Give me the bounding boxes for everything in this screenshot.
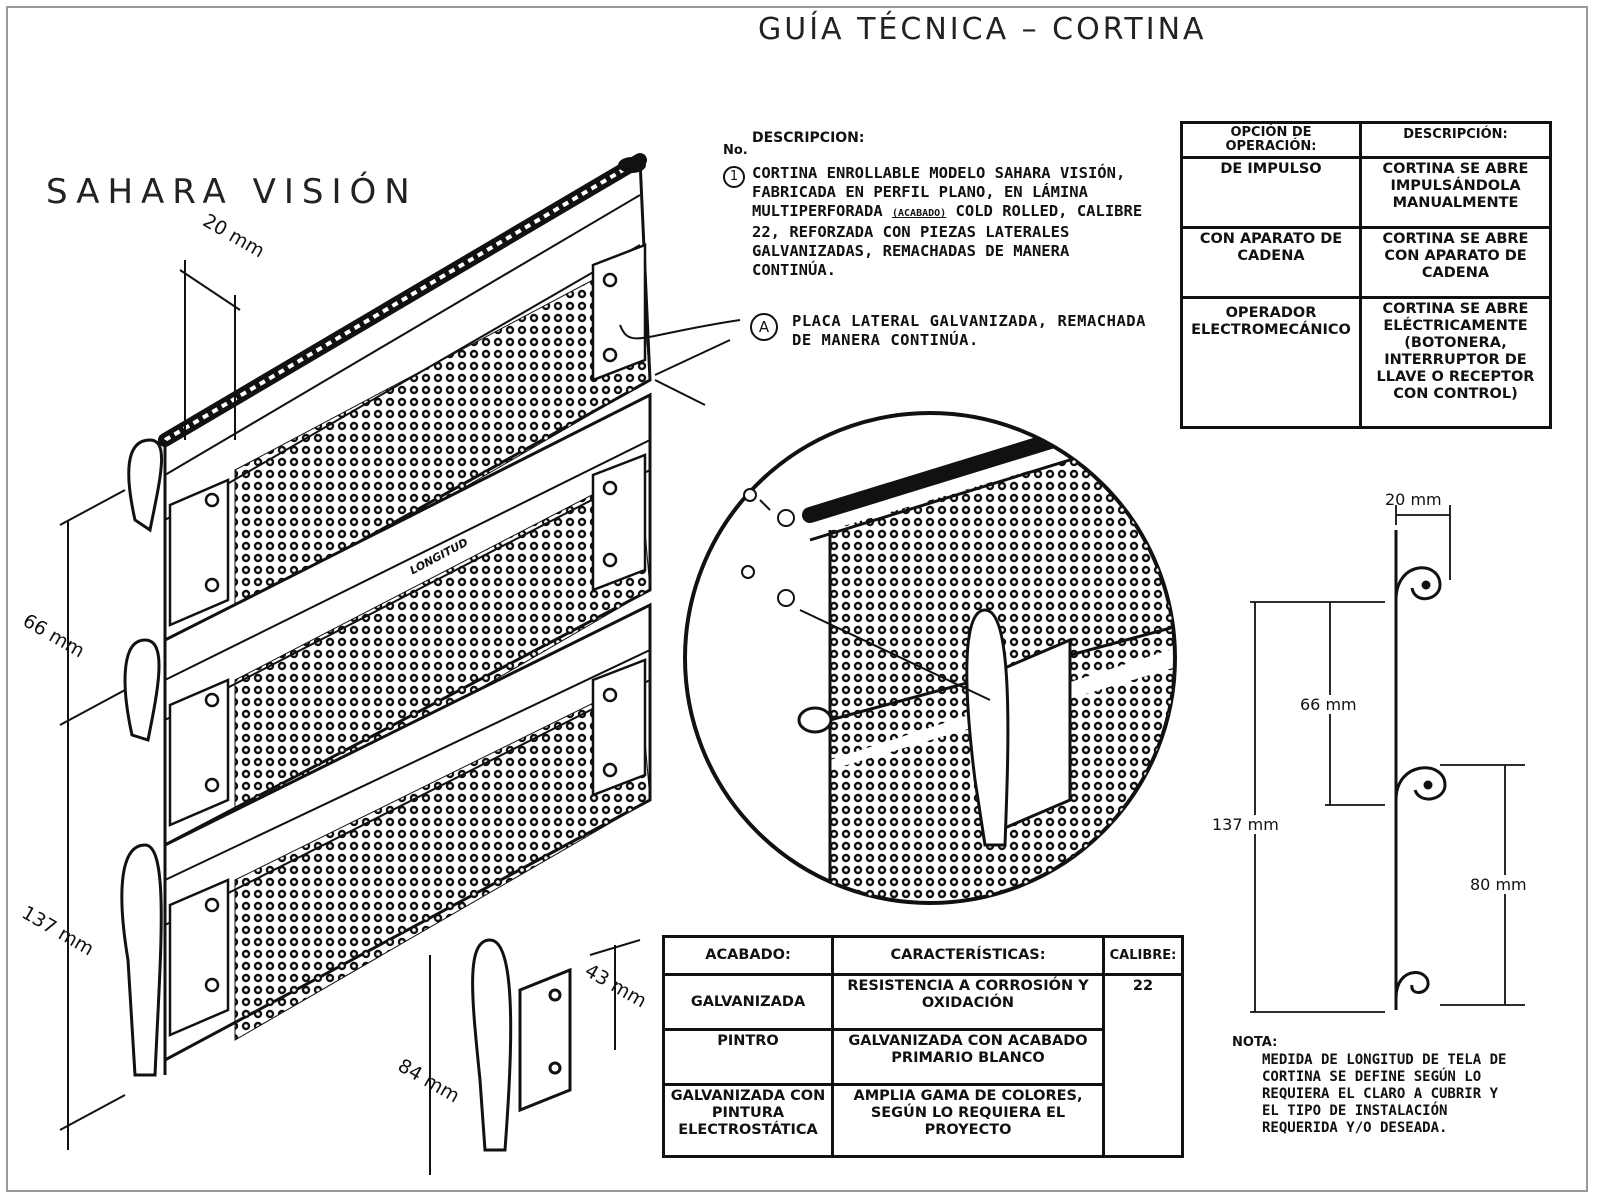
main-dimensions [59, 260, 641, 1175]
slat-top [158, 153, 652, 653]
callout-a-text: PLACA LATERAL GALVANIZADA, REMACHADA DE … [792, 312, 1146, 349]
dim-66-profile: 66 mm [1300, 695, 1357, 714]
slat-middle [163, 392, 652, 848]
finish-row-caracteristicas: RESISTENCIA A CORROSIÓN Y OXIDACIÓN [831, 973, 1105, 1031]
finish-row-calibre [1102, 1084, 1184, 1158]
finish-row-acabado: PINTRO [662, 1028, 834, 1086]
op-row-option: CON APARATO DE CADENA [1180, 226, 1362, 299]
op-header-description: DESCRIPCIÓN: [1359, 121, 1552, 159]
slat-bottom [163, 602, 652, 1063]
op-row-description: CORTINA SE ABRE IMPULSÁNDOLA MANUALMENTE [1359, 156, 1552, 229]
finish-row-caracteristicas: GALVANIZADA CON ACABADO PRIMARIO BLANCO [831, 1028, 1105, 1086]
description-text: CORTINA ENROLLABLE MODELO SAHARA VISIÓN,… [752, 164, 1126, 220]
detail-circle [683, 411, 1177, 905]
finish-tag: (ACABADO) [892, 208, 947, 219]
finish-header-caracteristicas: CARACTERÍSTICAS: [831, 935, 1105, 976]
profile-section [1394, 530, 1447, 1010]
finish-row-calibre [1102, 1029, 1184, 1085]
finish-header-calibre: CALIBRE: [1102, 935, 1184, 976]
top-roll-end [618, 157, 646, 173]
callout-leader [619, 319, 741, 406]
operation-table: OPCIÓN DE OPERACIÓN: DESCRIPCIÓN: DE IMP… [1180, 121, 1552, 429]
op-row-option: DE IMPULSO [1180, 156, 1362, 229]
rivets [204, 272, 618, 993]
hook-piece [471, 938, 572, 1152]
item-number-badge: 1 [723, 166, 745, 188]
dim-137-profile: 137 mm [1212, 815, 1279, 834]
sheet-border [6, 6, 1588, 1192]
op-row-description: CORTINA SE ABRE ELÉCTRICAMENTE (BOTONERA… [1359, 296, 1552, 429]
profile-dimensions [1250, 505, 1525, 1013]
dim-80-profile: 80 mm [1470, 875, 1527, 894]
op-header-option: OPCIÓN DE OPERACIÓN: [1180, 121, 1362, 159]
callout-a-badge: A [750, 313, 778, 341]
product-name: SAHARA VISIÓN [46, 172, 418, 212]
finish-row-acabado: GALVANIZADA [662, 973, 834, 1031]
description-heading: DESCRIPCION: [752, 130, 865, 146]
op-row-description: CORTINA SE ABRE CON APARATO DE CADENA [1359, 226, 1552, 299]
description-body: CORTINA ENROLLABLE MODELO SAHARA VISIÓN,… [752, 164, 1147, 280]
finish-row-acabado: GALVANIZADA CON PINTURA ELECTROSTÁTICA [662, 1083, 834, 1158]
description-text-2: COLD ROLLED, CALIBRE 22, REFORZADA CON P… [752, 202, 1143, 279]
finish-row-caracteristicas: AMPLIA GAMA DE COLORES, SEGÚN LO REQUIER… [831, 1083, 1105, 1158]
finish-row-calibre: 22 [1102, 973, 1184, 1030]
finish-table: ACABADO: CARACTERÍSTICAS: CALIBRE: GALVA… [662, 935, 1184, 1158]
op-row-option: OPERADOR ELECTROMECÁNICO [1180, 296, 1362, 429]
note-text: MEDIDA DE LONGITUD DE TELA DE CORTINA SE… [1262, 1052, 1507, 1136]
left-hooks [120, 438, 167, 1077]
dim-20-profile: 20 mm [1385, 490, 1442, 509]
no-label: No. [723, 143, 748, 158]
finish-header-acabado: ACABADO: [662, 935, 834, 976]
note-label: NOTA: [1232, 1035, 1278, 1050]
page-title: GUÍA TÉCNICA – CORTINA [758, 12, 1207, 47]
